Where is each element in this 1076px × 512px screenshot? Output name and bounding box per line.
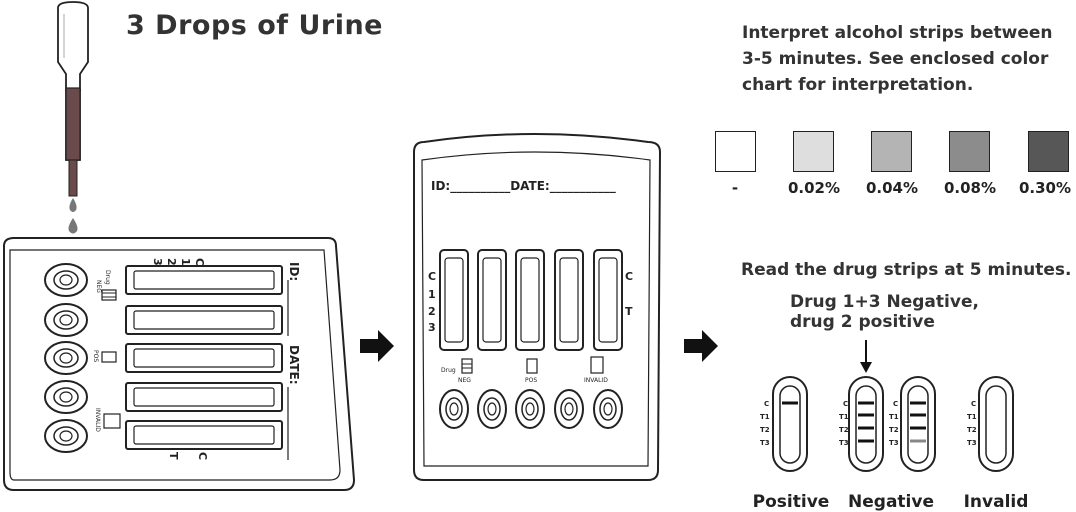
middle-left-label-1: 1 xyxy=(428,288,436,301)
arrow-right-icon-2 xyxy=(684,330,718,362)
middle-neg-indicator xyxy=(461,358,473,374)
middle-neg-label: NEG xyxy=(458,377,471,384)
negative-strip-label-t3: T3 xyxy=(839,439,849,447)
middle-pos-label: POS xyxy=(525,377,537,384)
left-neg-indicator xyxy=(101,289,117,301)
left-strip-label-3: 3 xyxy=(151,258,164,266)
sample-well-4 xyxy=(44,380,88,414)
left-strip-label-2: 2 xyxy=(165,258,178,266)
result-label-positive: Positive xyxy=(752,492,830,512)
color-label-0: - xyxy=(731,179,739,197)
negative-strip-label-c: C xyxy=(843,400,848,408)
negative2-strip-label-t1: T1 xyxy=(889,413,899,421)
color-swatch-0 xyxy=(715,131,756,172)
sample-well-3 xyxy=(44,341,88,375)
arrow-right-icon-1 xyxy=(360,330,394,362)
drug-note-line-2: drug 2 positive xyxy=(790,312,935,332)
negative2-strip-label-t2: T2 xyxy=(889,426,899,434)
sample-well-2 xyxy=(44,303,88,337)
negative2-strip-label-t3: T3 xyxy=(889,439,899,447)
left-card-wells xyxy=(44,263,88,453)
result-strip-positive xyxy=(772,376,808,472)
left-date-label: DATE: xyxy=(287,345,301,385)
middle-id-date-label: ID:__________DATE:___________ xyxy=(431,179,616,194)
middle-left-label-3: 3 xyxy=(428,321,436,334)
color-label-1: 0.02% xyxy=(787,179,841,197)
page-title: 3 Drops of Urine xyxy=(126,10,383,41)
read-instruction: Read the drug strips at 5 minutes. xyxy=(741,260,1072,280)
drug-note-line-1: Drug 1+3 Negative, xyxy=(790,292,979,312)
pipette-icon xyxy=(57,1,89,197)
result-strip-negative-2 xyxy=(900,376,936,472)
left-id-label: ID: xyxy=(287,262,301,281)
color-swatch-3 xyxy=(949,131,990,172)
negative-strip-label-t1: T1 xyxy=(839,413,849,421)
middle-invalid-indicator xyxy=(590,356,604,374)
middle-invalid-label: INVALID xyxy=(584,377,608,384)
color-swatch-1 xyxy=(793,131,834,172)
result-label-invalid: Invalid xyxy=(963,492,1029,512)
color-label-3: 0.08% xyxy=(943,179,997,197)
instructions-line-3: chart for interpretation. xyxy=(742,75,974,95)
positive-strip-label-c: C xyxy=(764,400,769,408)
left-strip-label-1: 1 xyxy=(179,258,192,266)
arrow-down-icon xyxy=(860,340,872,373)
middle-drug-label: Drug xyxy=(441,367,456,374)
sample-well-5 xyxy=(44,419,88,453)
left-pos-indicator xyxy=(101,351,117,363)
positive-strip-label-t2: T2 xyxy=(760,426,770,434)
left-invalid-label: INVALID xyxy=(94,408,101,432)
invalid-strip-label-t2: T2 xyxy=(967,426,977,434)
instructions-line-1: Interpret alcohol strips between xyxy=(742,23,1053,43)
middle-card-wells xyxy=(439,389,623,429)
left-card-windows xyxy=(125,265,283,450)
alcohol-instructions: Interpret alcohol strips between 3-5 min… xyxy=(742,20,1072,98)
positive-strip-label-t1: T1 xyxy=(760,413,770,421)
drug-note: Drug 1+3 Negative, drug 2 positive xyxy=(790,292,979,332)
invalid-strip-label-t1: T1 xyxy=(967,413,977,421)
middle-right-label-t: T xyxy=(625,305,633,318)
left-strip-label-t: T xyxy=(167,452,180,460)
instructions-line-2: 3-5 minutes. See enclosed color xyxy=(742,49,1049,69)
left-strip-label-bottom-c: C xyxy=(196,452,209,460)
left-pos-label: POS xyxy=(92,350,99,362)
middle-card-windows xyxy=(439,249,623,351)
color-label-4: 0.30% xyxy=(1018,179,1072,197)
positive-strip-label-t3: T3 xyxy=(760,439,770,447)
invalid-strip-label-t3: T3 xyxy=(967,439,977,447)
middle-left-label-c: C xyxy=(428,270,436,283)
result-strip-invalid xyxy=(978,376,1014,472)
left-neg-label: NEG xyxy=(95,280,102,293)
left-invalid-indicator xyxy=(103,413,121,429)
left-strip-label-c: C xyxy=(193,258,206,266)
left-drug-label: Drug xyxy=(104,270,111,285)
color-swatch-2 xyxy=(871,131,912,172)
color-swatch-4 xyxy=(1028,131,1069,172)
sample-well-1 xyxy=(44,263,88,297)
invalid-strip-label-c: C xyxy=(971,400,976,408)
negative-strip-label-t2: T2 xyxy=(839,426,849,434)
middle-right-label-c: C xyxy=(625,270,633,283)
negative2-strip-label-c: C xyxy=(893,400,898,408)
middle-left-label-2: 2 xyxy=(428,305,436,318)
middle-pos-indicator xyxy=(526,358,538,374)
result-strip-negative-1 xyxy=(848,376,884,472)
result-label-negative: Negative xyxy=(848,492,934,512)
color-label-2: 0.04% xyxy=(865,179,919,197)
